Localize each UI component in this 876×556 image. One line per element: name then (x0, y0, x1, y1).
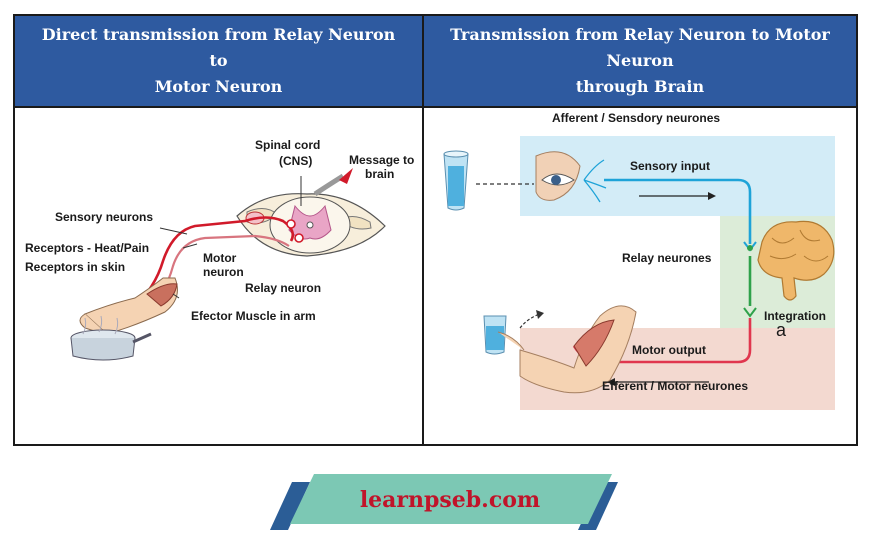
lift-arrow (519, 313, 541, 329)
spinal-cord-section (236, 193, 386, 257)
brain-icon (757, 220, 835, 301)
diagram-frame: Direct transmission from Relay Neuron to… (13, 14, 858, 446)
ascending-tract (313, 173, 345, 197)
label-receptors-heat: Receptors - Heat/Pain (25, 241, 149, 255)
brain-pathway-illustration: Afferent / Sensdory neurones Sensory inp… (443, 111, 835, 410)
relay-neuron-dot (286, 219, 296, 229)
label-spinal-cord: Spinal cord (255, 138, 320, 152)
right-title-line1: Transmission from Relay Neuron to Motor … (450, 25, 830, 70)
label-brain: brain (365, 167, 394, 181)
brand-banner: learnpseb.com (270, 474, 618, 530)
water-glass-top (443, 150, 469, 211)
pointer-line (159, 227, 188, 235)
label-cns: (CNS) (279, 154, 312, 168)
label-integration: Integration (764, 309, 826, 323)
label-sensory-neurons: Sensory neurons (55, 210, 153, 224)
brain-arrow-icon (339, 168, 353, 184)
eye-icon (535, 151, 607, 203)
arm-with-glass-illustration (483, 305, 637, 394)
effector-muscle (146, 283, 178, 307)
label-efferent: Efferent / Motor neurones (602, 379, 748, 393)
banner-ribbon (290, 474, 612, 524)
label-relay-neuron: Relay neuron (245, 281, 321, 295)
banner-stripe (270, 482, 310, 530)
left-title-line1: Direct transmission from Relay Neuron to (41, 25, 396, 70)
left-panel-header: Direct transmission from Relay Neuron to… (15, 16, 422, 106)
relay-neuron-dot (294, 233, 304, 243)
pointer-line (182, 243, 198, 249)
label-sensory-input: Sensory input (630, 159, 710, 173)
label-receptors-skin: Receptors in skin (25, 260, 125, 274)
right-title-line2: through Brain (575, 77, 705, 96)
label-effector-muscle: Efector Muscle in arm (191, 309, 316, 323)
label-integration-mark: a (776, 320, 787, 340)
hot-pan-illustration (70, 315, 152, 361)
brand-text: learnpseb.com (360, 487, 540, 513)
reflex-arc-illustration: Spinal cord (CNS) Message to brain Senso… (25, 138, 414, 361)
arm-illustration (79, 277, 178, 335)
panel-divider (422, 16, 424, 444)
label-afferent: Afferent / Sensdory neurones (552, 111, 720, 125)
left-title-line2: Motor Neuron (154, 77, 283, 96)
label-neuron: neuron (203, 265, 244, 279)
right-panel-header: Transmission from Relay Neuron to Motor … (424, 16, 856, 106)
label-relay-neurones: Relay neurones (622, 251, 712, 265)
header-divider (15, 106, 856, 108)
label-motor-output: Motor output (632, 343, 706, 357)
label-motor: Motor (203, 251, 237, 265)
pointer-line (172, 293, 180, 299)
label-message-to: Message to (349, 153, 414, 167)
sensory-input-path (604, 178, 752, 244)
